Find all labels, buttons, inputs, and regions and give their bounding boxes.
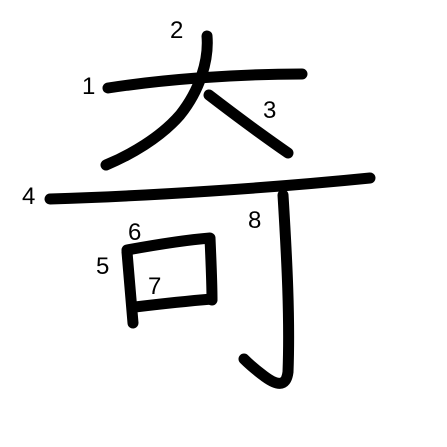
- stroke-5: [121, 246, 139, 329]
- stroke-number-5: 5: [96, 253, 109, 280]
- stroke-number-6: 6: [128, 219, 141, 246]
- stroke-2: [100, 30, 213, 171]
- stroke-8: [238, 189, 295, 389]
- stroke-3: [203, 89, 294, 159]
- stroke-number-8: 8: [248, 207, 261, 234]
- stroke-6: [121, 232, 218, 306]
- stroke-4: [44, 172, 376, 205]
- stroke-7: [129, 293, 218, 313]
- stroke-number-3: 3: [263, 97, 276, 124]
- stroke-number-7: 7: [148, 273, 161, 300]
- stroke-number-2: 2: [170, 17, 183, 44]
- stroke-number-1: 1: [82, 73, 95, 100]
- stroke-number-4: 4: [22, 183, 35, 210]
